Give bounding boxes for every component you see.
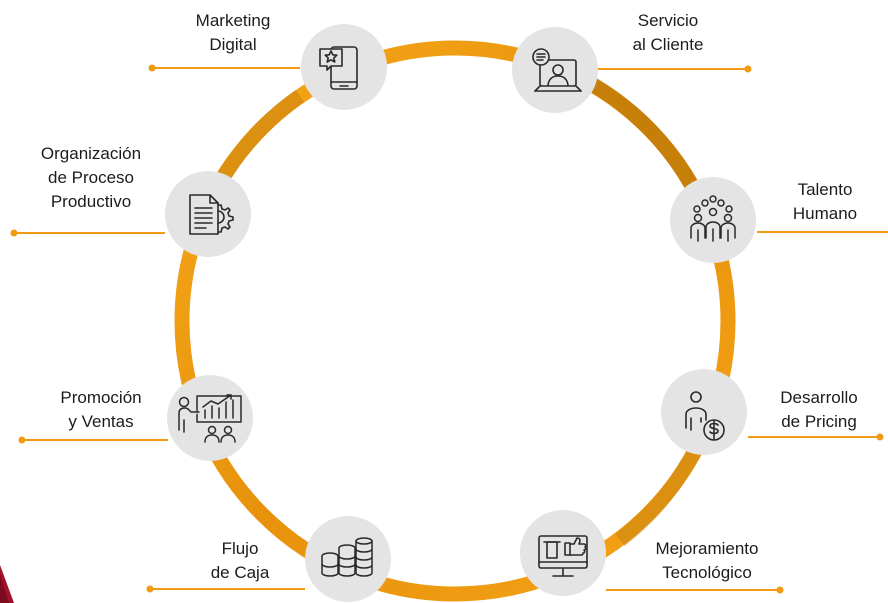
monitor-thumbs-up-icon bbox=[538, 535, 588, 577]
connector-promocion bbox=[18, 436, 168, 444]
support-agent-icon bbox=[532, 48, 582, 92]
node-pricing bbox=[661, 369, 747, 455]
node-organizacion bbox=[165, 171, 251, 257]
connector-flujo bbox=[146, 585, 305, 593]
node-talento bbox=[670, 177, 756, 263]
coin-stacks-icon bbox=[321, 537, 373, 577]
cycle-ring bbox=[174, 40, 736, 602]
presentation-chart-icon bbox=[178, 394, 242, 443]
phone-star-icon bbox=[319, 46, 358, 90]
node-mejoramiento bbox=[520, 510, 606, 596]
connector-mejoramiento bbox=[606, 586, 784, 594]
node-marketing bbox=[301, 24, 387, 110]
connector-pricing bbox=[748, 433, 884, 441]
node-flujo bbox=[305, 516, 391, 602]
person-dollar-icon bbox=[685, 391, 725, 441]
connector-organizacion bbox=[10, 229, 165, 237]
team-people-icon bbox=[690, 195, 736, 242]
document-gear-icon bbox=[189, 194, 234, 235]
connector-servicio bbox=[598, 65, 752, 73]
node-servicio bbox=[512, 27, 598, 113]
node-promocion bbox=[167, 375, 253, 461]
corner-accent-shape bbox=[0, 565, 14, 603]
connector-marketing bbox=[148, 64, 300, 72]
